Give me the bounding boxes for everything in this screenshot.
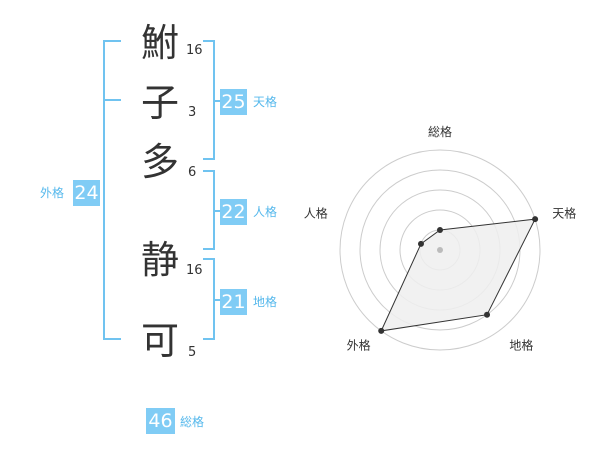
radar-point-1 [437, 227, 443, 233]
stroke-count-1: 16 [186, 43, 203, 58]
jinkaku-connector [215, 210, 222, 212]
radar-center-point [437, 247, 443, 253]
stroke-count-5: 5 [188, 345, 197, 360]
radar-point-5 [417, 240, 424, 247]
stroke-count-3: 6 [188, 165, 197, 180]
name-char-5: 可 [140, 319, 179, 363]
radar-point-2 [532, 216, 539, 223]
gaikaku-bracket-tick [103, 99, 121, 101]
chikaku-value-badge: 21 [220, 289, 247, 315]
chikaku-connector [215, 299, 222, 301]
radar-axis-label-3: 地格 [509, 337, 533, 352]
tenkaku-connector [215, 100, 222, 102]
radar-axis-label-1: 総格 [428, 124, 452, 139]
name-char-1: 鮒 [140, 21, 179, 65]
gaikaku-label: 外格 [40, 186, 65, 200]
jinkaku-label: 人格 [253, 205, 278, 219]
chikaku-label: 地格 [253, 295, 278, 309]
gaikaku-bracket [103, 40, 121, 340]
radar-point-3 [484, 311, 491, 318]
tenkaku-label: 天格 [253, 95, 278, 109]
soukaku-label: 総格 [180, 415, 205, 429]
radar-data-polygon [380, 218, 536, 332]
radar-point-4 [378, 327, 385, 334]
radar-axis-label-2: 天格 [552, 206, 576, 221]
tenkaku-value-badge: 25 [220, 89, 247, 115]
name-char-2: 子 [140, 81, 179, 125]
radar-axis-label-4: 外格 [347, 337, 371, 352]
radar-axis-label-5: 人格 [304, 206, 328, 221]
stroke-count-2: 3 [188, 105, 197, 120]
radar-grid-ring-5 [339, 149, 541, 351]
jinkaku-value-badge: 22 [220, 199, 247, 225]
name-char-3: 多 [140, 140, 179, 184]
soukaku-value-badge: 46 [146, 408, 175, 434]
jinkaku-bracket [203, 170, 215, 250]
tenkaku-bracket [203, 40, 215, 160]
gaikaku-value-badge: 24 [73, 180, 100, 206]
name-char-4: 静 [140, 238, 179, 282]
chikaku-bracket [203, 258, 215, 340]
stroke-count-4: 16 [186, 263, 203, 278]
